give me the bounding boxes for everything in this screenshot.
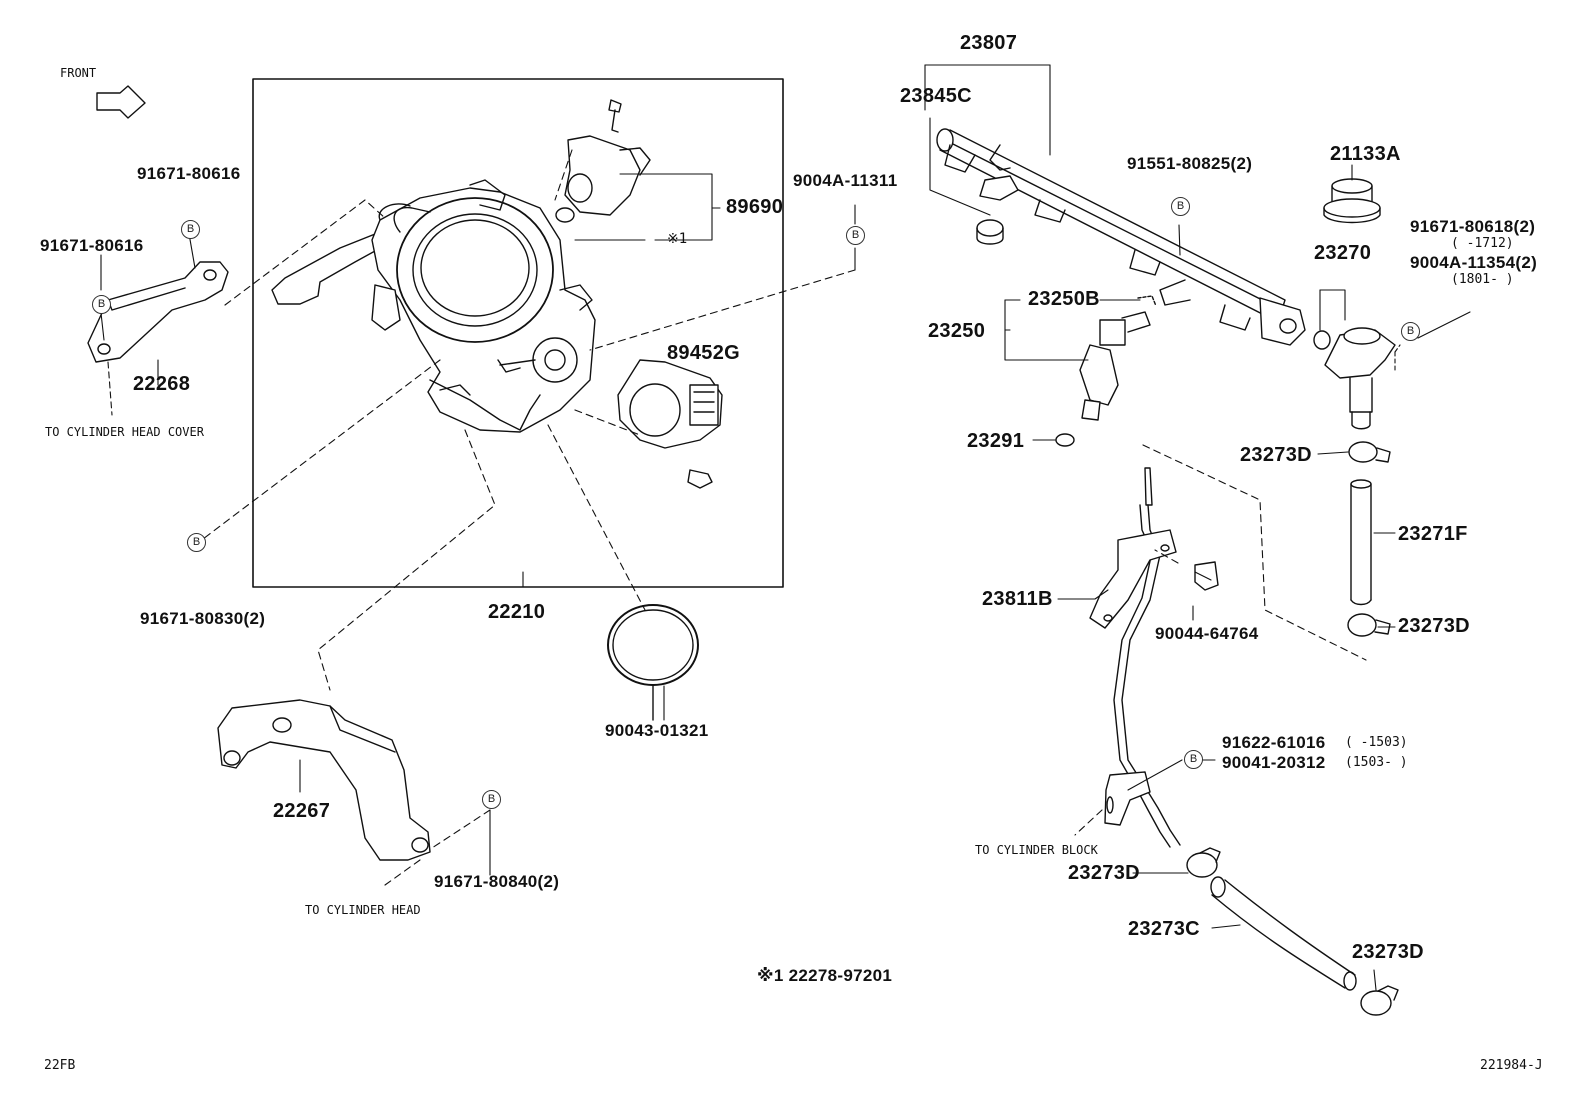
part-label-23291: 23291 (967, 430, 1025, 452)
part-label-23811b: 23811B (982, 588, 1053, 610)
part-range-90041-20312: (1503- ) (1345, 755, 1408, 770)
b-marker: B (92, 295, 111, 314)
part-label-23845c: 23845C (900, 85, 972, 107)
b-marker: B (181, 220, 200, 239)
note-to-cylinder-block: TO CYLINDER BLOCK (975, 843, 1098, 857)
throttle-body-frame (252, 78, 784, 588)
part-label-91671-80616-lower: 91671-80616 (40, 236, 144, 255)
part-label-89690: 89690 (726, 196, 784, 218)
fuel-injector-illustration (1055, 295, 1157, 447)
part-label-23250: 23250 (928, 320, 986, 342)
part-label-91671-80840: 91671-80840(2) (434, 872, 560, 891)
b-marker: B (846, 226, 865, 245)
ref-mark-1: ※1 (667, 231, 688, 247)
b-marker: B (482, 790, 501, 809)
hose-23273c-illustration (1210, 876, 1357, 991)
part-label-22210: 22210 (488, 601, 546, 623)
fuel-pipe-illustration (1089, 467, 1219, 848)
part-label-21133a: 21133A (1330, 143, 1401, 165)
bracket-22267-illustration (217, 699, 431, 861)
part-label-91671-80830: 91671-80830(2) (140, 609, 266, 628)
part-label-22267: 22267 (273, 800, 331, 822)
part-label-9004a-11354: 9004A-11354(2) (1410, 253, 1538, 272)
throttle-position-sensor-illustration (617, 359, 723, 489)
isc-valve-illustration (555, 99, 651, 223)
front-arrow-icon (96, 85, 146, 119)
part-label-89452g: 89452G (667, 342, 740, 364)
part-range-91671-80618: ( -1712) (1451, 236, 1514, 251)
part-label-23273d-lower: 23273D (1398, 615, 1470, 637)
part-range-9004a-11354: (1801- ) (1451, 272, 1514, 287)
b-marker: B (1401, 322, 1420, 341)
part-label-91622-61016: 91622-61016 (1222, 733, 1326, 752)
part-label-23250b: 23250B (1028, 288, 1100, 310)
part-label-90043-01321: 90043-01321 (605, 721, 709, 740)
b-marker: B (187, 533, 206, 552)
bracket-22268-illustration (87, 261, 229, 363)
part-range-91622-61016: ( -1503) (1345, 735, 1408, 750)
clamp-upper-illustration (1348, 441, 1391, 463)
part-label-91671-80616-upper: 91671-80616 (137, 164, 241, 183)
part-label-91671-80618: 91671-80618(2) (1410, 217, 1536, 236)
part-label-23273c: 23273C (1128, 918, 1200, 940)
hose-23271f-illustration (1350, 479, 1372, 606)
front-label: FRONT (60, 66, 97, 80)
part-label-22268: 22268 (133, 373, 191, 395)
clamp-bottom-a-illustration (1186, 847, 1221, 878)
note-to-cylinder-head-cover: TO CYLINDER HEAD COVER (45, 425, 204, 439)
part-label-90044-64764: 90044-64764 (1155, 624, 1259, 643)
fuel-rail-illustration (936, 128, 1306, 346)
clamp-lower-illustration (1347, 613, 1391, 637)
part-label-23807: 23807 (960, 32, 1018, 54)
part-label-23273d-upper: 23273D (1240, 444, 1312, 466)
cap-illustration (1323, 178, 1381, 224)
part-label-23270: 23270 (1314, 242, 1372, 264)
part-label-91551-80825: 91551-80825(2) (1127, 154, 1253, 173)
dashed-guides (194, 149, 1367, 886)
page-code: 22FB (44, 1058, 76, 1073)
o-ring-illustration (607, 604, 699, 721)
throttle-body-illustration (271, 179, 596, 433)
part-label-23273d-bottom-right: 23273D (1352, 941, 1424, 963)
clamp-bottom-b-illustration (1360, 985, 1399, 1016)
footnote-ref: ※1 22278-97201 (757, 966, 893, 985)
part-label-9004a-11311: 9004A-11311 (793, 171, 898, 190)
leader-lines (100, 64, 1471, 991)
diagram-code: 221984-J (1480, 1058, 1543, 1073)
note-to-cylinder-head: TO CYLINDER HEAD (305, 903, 421, 917)
b-marker: B (1171, 197, 1190, 216)
part-label-23271f: 23271F (1398, 523, 1468, 545)
part-label-90041-20312: 90041-20312 (1222, 753, 1326, 772)
pressure-regulator-illustration (1313, 327, 1396, 430)
part-label-23273d-bottom-left: 23273D (1068, 862, 1140, 884)
b-marker: B (1184, 750, 1203, 769)
